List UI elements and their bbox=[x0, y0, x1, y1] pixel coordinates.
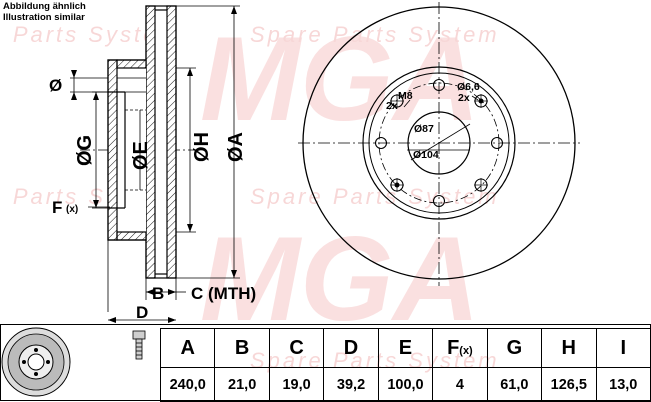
value-cell-f: 4 bbox=[432, 367, 488, 402]
label-c: C (MTH) bbox=[191, 284, 256, 303]
brake-disc-icon bbox=[1, 327, 71, 397]
label-f: F bbox=[52, 198, 62, 217]
value-cell-b: 21,0 bbox=[214, 367, 270, 402]
header-cell-a: A bbox=[159, 328, 216, 368]
header-cell-h: H bbox=[541, 328, 597, 368]
value-cell-a: 240,0 bbox=[159, 367, 216, 402]
header-cell-c: C bbox=[268, 328, 325, 368]
watermark-tagline-2: Spare Parts System bbox=[250, 184, 500, 209]
watermark: MGA MGA Spare Parts System Spare Parts S… bbox=[0, 12, 500, 373]
label-e: ØE bbox=[130, 141, 152, 170]
spec-header-row: A B C D E F(x) G H I bbox=[159, 328, 651, 368]
header-cell-i: I bbox=[595, 328, 651, 368]
watermark-brand-1: MGA bbox=[200, 12, 480, 146]
header-cell-f: F(x) bbox=[432, 328, 488, 368]
value-cell-i: 13,0 bbox=[595, 367, 651, 402]
header-cell-g: G bbox=[486, 328, 543, 368]
header-cell-f-sub: (x) bbox=[459, 344, 473, 357]
label-f-sub: (x) bbox=[66, 204, 78, 215]
label-h: ØH bbox=[191, 132, 213, 162]
label-hole-count: 2x bbox=[458, 92, 470, 104]
label-phi-small: Ø bbox=[49, 76, 62, 95]
front-hole-fills bbox=[394, 98, 484, 188]
label-m8: M8 bbox=[398, 90, 413, 102]
spec-table: A B C D E F(x) G H I 240,0 21,0 19,0 39,… bbox=[159, 328, 651, 402]
spec-value-row: 240,0 21,0 19,0 39,2 100,0 4 61,0 126,5 … bbox=[159, 367, 651, 402]
side-dimension-lines bbox=[70, 5, 240, 321]
watermark-tagline-1: Spare Parts System bbox=[250, 22, 500, 47]
header-cell-d: D bbox=[323, 328, 379, 368]
side-section-view bbox=[80, 5, 200, 279]
value-cell-c: 19,0 bbox=[268, 367, 325, 402]
value-cell-h: 126,5 bbox=[541, 367, 597, 402]
header-cell-b: B bbox=[214, 328, 270, 368]
label-hole: Ø6,6 bbox=[457, 81, 480, 93]
bolt-icon bbox=[132, 330, 146, 360]
label-m8-count: 2x bbox=[386, 100, 398, 112]
value-cell-e: 100,0 bbox=[377, 367, 434, 402]
label-d87: Ø87 bbox=[414, 123, 434, 135]
label-d104: Ø104 bbox=[413, 149, 439, 161]
label-g: ØG bbox=[74, 135, 96, 166]
label-a: ØA bbox=[225, 132, 247, 162]
front-view bbox=[298, 2, 580, 286]
value-cell-g: 61,0 bbox=[486, 367, 543, 402]
front-leaders bbox=[403, 95, 479, 161]
value-cell-d: 39,2 bbox=[323, 367, 379, 402]
label-d: D bbox=[136, 303, 148, 322]
header-cell-e: E bbox=[377, 328, 434, 368]
header-line-2: Illustration similar bbox=[3, 12, 85, 23]
header-line-1: Abbildung ähnlich bbox=[3, 1, 86, 12]
label-b: B bbox=[152, 284, 164, 303]
side-arrowheads bbox=[71, 6, 237, 323]
